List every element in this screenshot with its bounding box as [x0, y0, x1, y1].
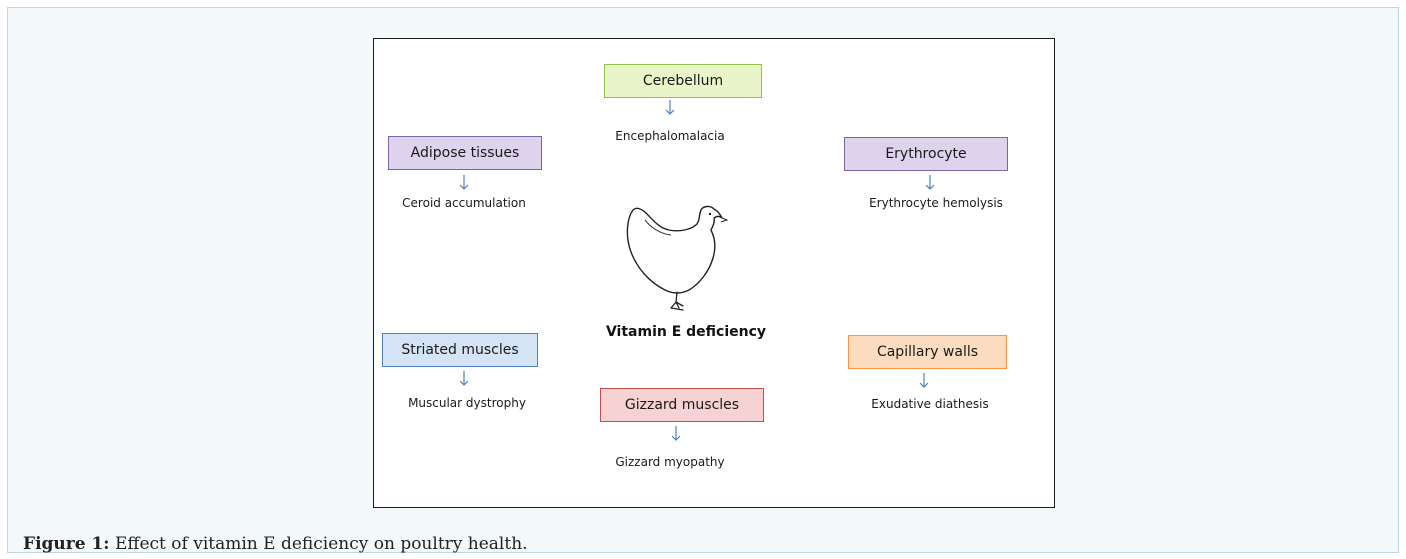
effect-label-erythrocyte-hemolysis: Erythrocyte hemolysis	[869, 196, 1003, 210]
organ-box-capillary-walls: Capillary walls	[848, 335, 1007, 369]
organ-label-striated-muscles: Striated muscles	[401, 342, 518, 358]
organ-label-adipose-tissues: Adipose tissues	[411, 145, 520, 161]
arrow-down-icon	[665, 100, 675, 116]
effect-label-gizzard-myopathy: Gizzard myopathy	[615, 455, 724, 469]
organ-label-capillary-walls: Capillary walls	[877, 344, 978, 360]
organ-box-striated-muscles: Striated muscles	[382, 333, 538, 367]
effect-label-muscular-dystrophy: Muscular dystrophy	[408, 396, 526, 410]
organ-label-erythrocyte: Erythrocyte	[885, 146, 966, 162]
arrow-down-icon	[459, 371, 469, 387]
caption-text: Effect of vitamin E deficiency on poultr…	[115, 534, 528, 554]
organ-box-adipose-tissues: Adipose tissues	[388, 136, 542, 170]
effect-label-ceroid-accumulation: Ceroid accumulation	[402, 196, 526, 210]
arrow-down-icon	[925, 175, 935, 191]
organ-box-cerebellum: Cerebellum	[604, 64, 762, 98]
organ-label-gizzard-muscles: Gizzard muscles	[625, 397, 739, 413]
organ-box-erythrocyte: Erythrocyte	[844, 137, 1008, 171]
effect-label-encephalomalacia: Encephalomalacia	[615, 129, 724, 143]
organ-label-cerebellum: Cerebellum	[643, 73, 723, 89]
caption-prefix: Figure 1:	[23, 534, 110, 554]
center-title: Vitamin E deficiency	[601, 324, 771, 340]
arrow-down-icon	[459, 175, 469, 191]
effect-label-exudative-diathesis: Exudative diathesis	[871, 397, 988, 411]
arrow-down-icon	[671, 426, 681, 442]
figure-caption: Figure 1: Effect of vitamin E deficiency…	[23, 534, 528, 554]
hen-icon	[619, 204, 729, 316]
organ-box-gizzard-muscles: Gizzard muscles	[600, 388, 764, 422]
arrow-down-icon	[919, 373, 929, 389]
diagram-frame: Cerebellum Encephalomalacia Adipose tiss…	[373, 38, 1055, 508]
figure-panel: Cerebellum Encephalomalacia Adipose tiss…	[7, 7, 1399, 553]
